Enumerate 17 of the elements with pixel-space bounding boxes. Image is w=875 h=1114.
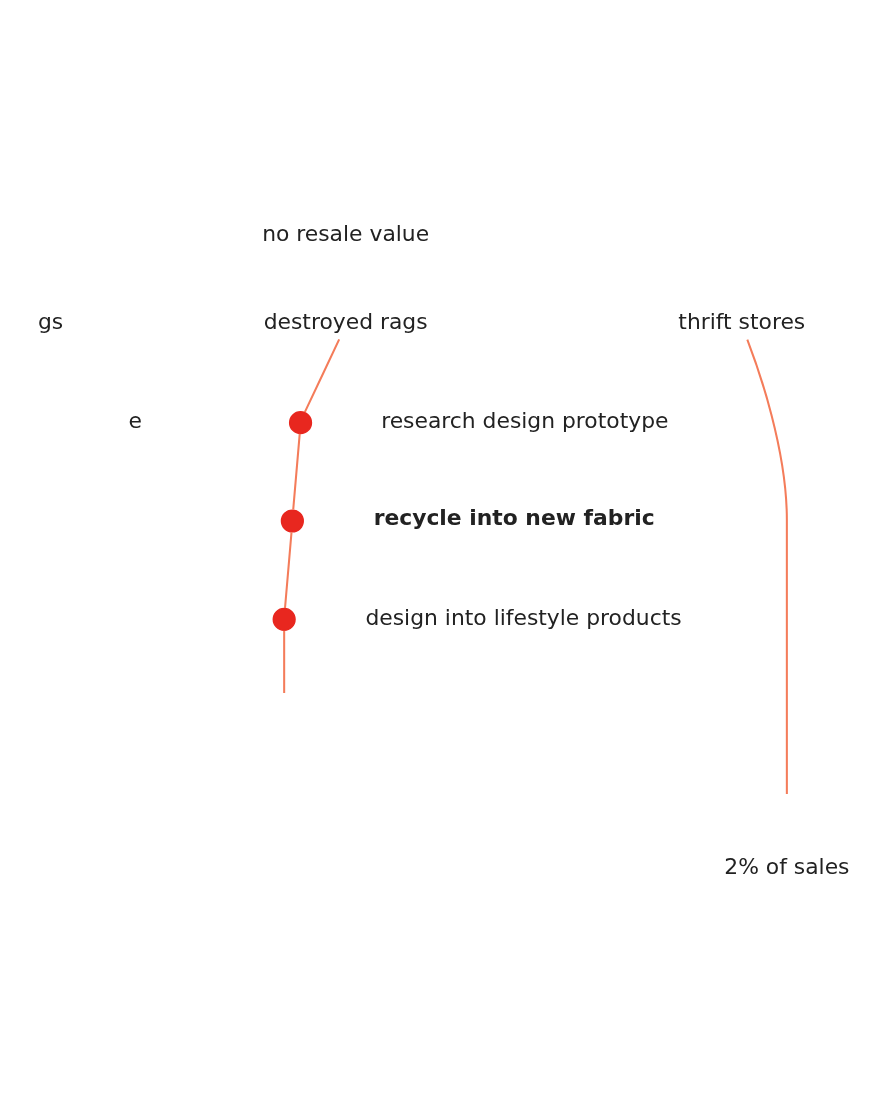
- node-circle: [272, 607, 296, 631]
- label: e: [128, 407, 142, 433]
- node-label: research design prototype: [381, 407, 669, 433]
- node-circle: [280, 509, 304, 533]
- connector: [292, 433, 301, 510]
- node-text: thrift stores: [678, 309, 806, 335]
- connector: [284, 532, 293, 609]
- label: 2% of sales: [724, 854, 850, 880]
- node-text: destroyed rags: [263, 309, 428, 335]
- label: gs: [37, 309, 64, 335]
- node-label: design into lifestyle products: [365, 604, 682, 630]
- node-text: no resale value: [262, 220, 430, 246]
- node-circle: [288, 411, 313, 435]
- connector: [746, 339, 788, 795]
- node-label: recycle into new fabric: [373, 504, 655, 530]
- connector: [283, 630, 286, 693]
- connector: [303, 338, 341, 413]
